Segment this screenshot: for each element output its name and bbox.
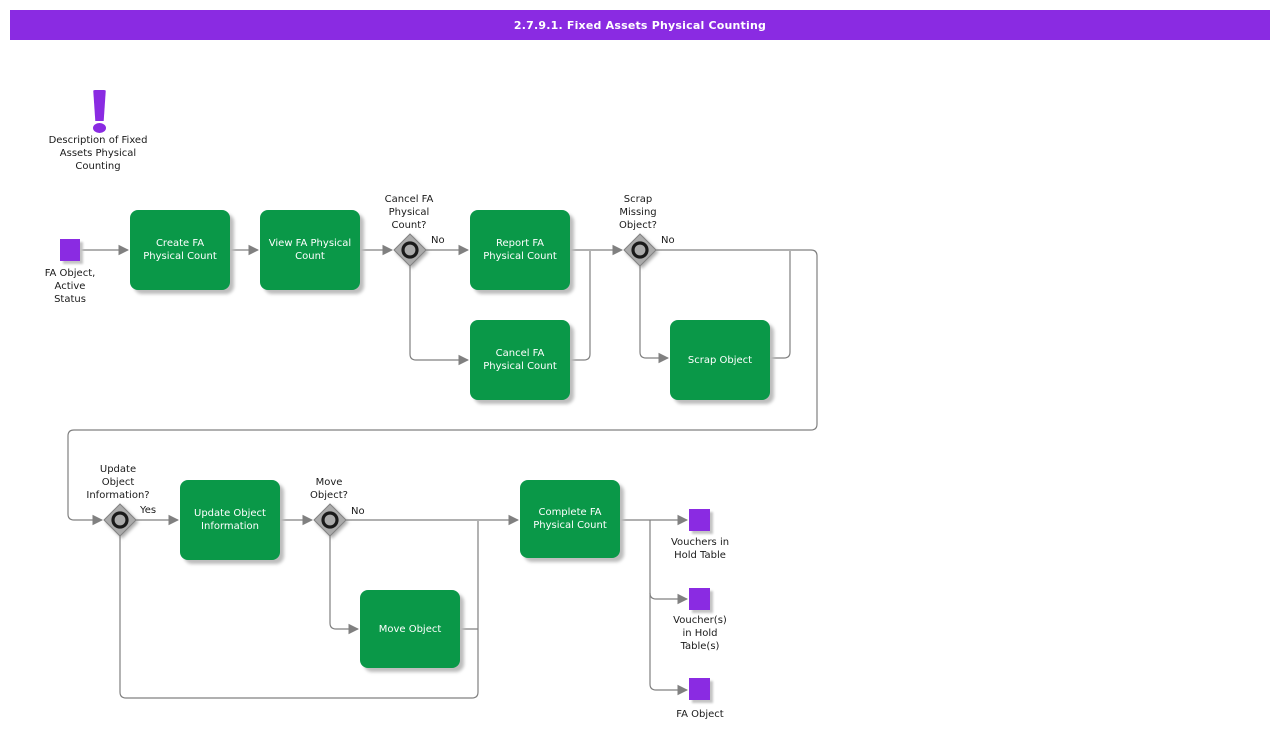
decision-label-scrap-missing-object: Scrap Missing Object?	[619, 194, 657, 231]
end-node-label-vouchers-in-hold-table: Vouchers in Hold Table	[670, 537, 730, 561]
connector-d2-scrap	[639, 266, 670, 364]
process-move-object[interactable]: Move Object	[360, 590, 460, 668]
branch-label-d3-yes: Yes	[140, 505, 157, 516]
process-view-fa-physical-count[interactable]: View FA Physical Count	[260, 210, 360, 290]
decision-scrap-missing-object[interactable]	[623, 233, 657, 267]
end-node-fa-object[interactable]	[689, 678, 710, 700]
branch-label-d4-no: No	[351, 506, 365, 517]
description-exclamation-dot-icon[interactable]	[93, 123, 106, 133]
title-bar: 2.7.9.1. Fixed Assets Physical Counting	[10, 10, 1270, 40]
start-node-fa-object[interactable]	[60, 239, 80, 261]
connector-d1-cancel	[409, 266, 470, 366]
page-title: 2.7.9.1. Fixed Assets Physical Counting	[513, 18, 767, 32]
decision-cancel-fa-count[interactable]	[393, 233, 427, 267]
decision-move-object[interactable]	[313, 503, 347, 537]
end-node-vouchers-in-hold-table[interactable]	[689, 509, 710, 531]
connector-cancel-merge	[570, 251, 591, 361]
process-cancel-fa-physical-count[interactable]: Cancel FA Physical Count	[470, 320, 570, 400]
process-update-object-information[interactable]: Update Object Information	[180, 480, 280, 560]
decision-update-object-information[interactable]	[103, 503, 137, 537]
process-complete-fa-physical-count[interactable]: Complete FA Physical Count	[520, 480, 620, 558]
connector-d4-move	[329, 536, 360, 635]
connector-d3-bypass	[119, 521, 479, 699]
description-exclamation-icon[interactable]	[93, 90, 106, 121]
decision-label-cancel-fa-count: Cancel FA Physical Count?	[384, 194, 434, 231]
connector-d2-d3-main	[67, 249, 818, 526]
process-report-fa-physical-count[interactable]: Report FA Physical Count	[470, 210, 570, 290]
process-create-fa-physical-count[interactable]: Create FA Physical Count	[130, 210, 230, 290]
connector-scrap-merge	[770, 251, 791, 359]
decision-label-move-object: Move Object?	[310, 477, 348, 501]
end-node-vouchers-in-hold-tables[interactable]	[689, 588, 710, 610]
end-node-label-fa-object: FA Object	[676, 709, 724, 720]
description-label: Description of Fixed Assets Physical Cou…	[48, 135, 148, 172]
start-node-label: FA Object, Active Status	[44, 268, 96, 305]
end-node-label-vouchers-in-hold-tables: Voucher(s) in Hold Table(s)	[673, 615, 727, 652]
branch-label-d2-no: No	[661, 235, 675, 246]
connector-branch-out3	[649, 520, 689, 696]
branch-label-d1-no: No	[431, 235, 445, 246]
connector-branch-out2	[649, 592, 689, 605]
process-scrap-object[interactable]: Scrap Object	[670, 320, 770, 400]
decision-label-update-object-information: Update Object Information?	[86, 464, 150, 501]
